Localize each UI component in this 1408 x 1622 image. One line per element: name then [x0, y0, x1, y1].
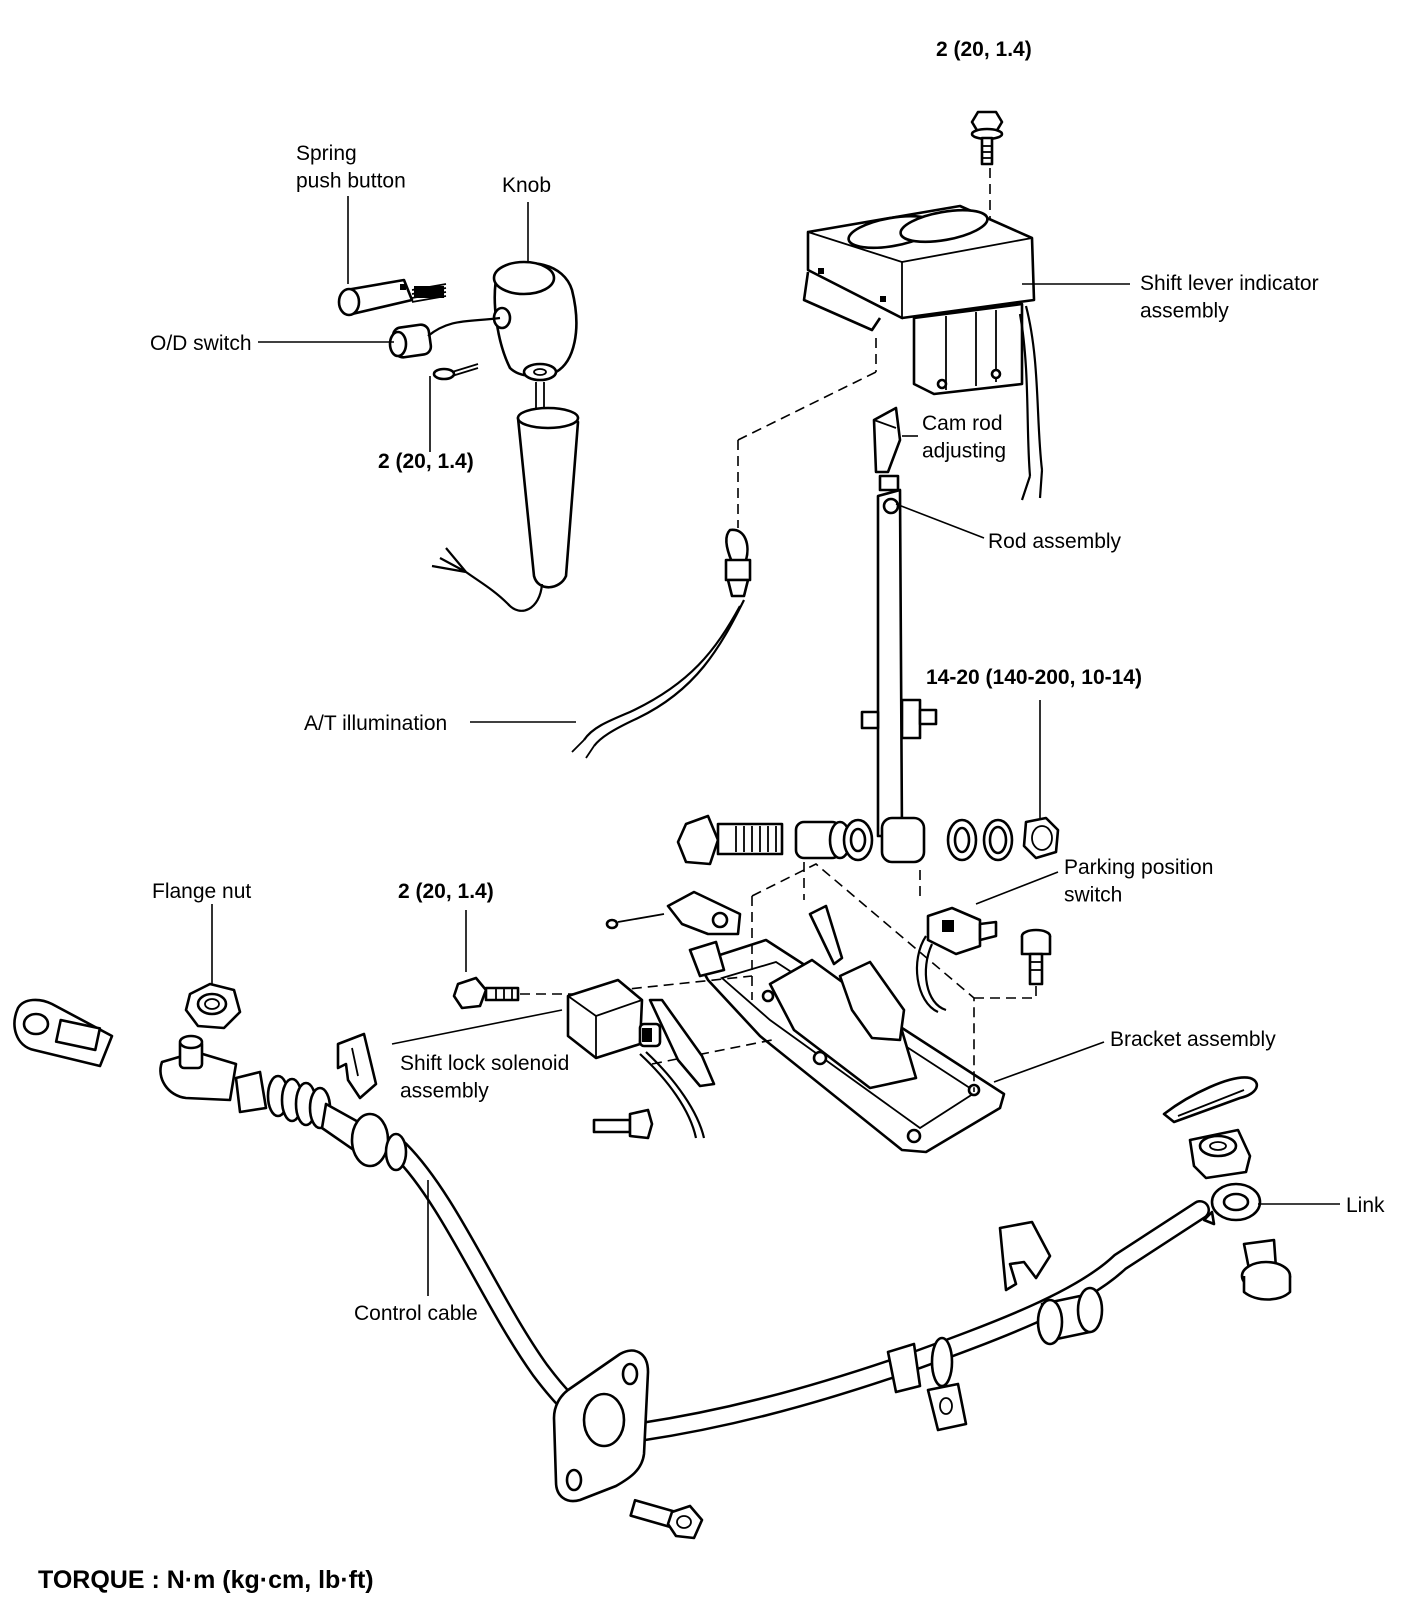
label-flange-nut: Flange nut	[152, 880, 251, 903]
solenoid-lower-bolt	[592, 1108, 654, 1140]
label-knob: Knob	[502, 174, 551, 197]
link-washer	[1188, 1128, 1252, 1180]
label-bracket-assembly: Bracket assembly	[1110, 1028, 1276, 1051]
cotter-pin	[1162, 1076, 1259, 1124]
cable-bracket-stud	[159, 1034, 238, 1102]
control-cable	[234, 1070, 1210, 1444]
rod-assembly	[860, 474, 938, 838]
knob	[492, 260, 578, 382]
label-od-switch: O/D switch	[150, 332, 252, 355]
cable-end-eye	[13, 998, 114, 1068]
rod-sleeve	[794, 816, 1014, 864]
top-bolt	[970, 110, 1004, 166]
torque-label-knob: 2 (20, 1.4)	[378, 450, 474, 473]
link-pin	[1240, 1238, 1292, 1301]
rod-bolt	[676, 814, 784, 866]
parking-position-switch	[915, 906, 998, 1014]
rod-nut	[1022, 816, 1060, 860]
bracket-bolt	[1020, 928, 1052, 986]
knob-screw	[432, 363, 479, 381]
at-illumination-bulb	[571, 528, 752, 759]
parking-switch-leader	[975, 871, 1059, 905]
solenoid-bolt	[452, 976, 520, 1010]
label-link: Link	[1346, 1194, 1385, 1217]
shift-lever	[431, 382, 580, 612]
bracket-leader	[993, 1041, 1105, 1083]
label-at-illumination: A/T illumination	[304, 712, 447, 735]
label-rod-assembly: Rod assembly	[988, 530, 1122, 553]
clip-right	[998, 1220, 1052, 1292]
shift-lever-indicator-assembly	[802, 204, 1044, 501]
spring-push-button	[337, 278, 447, 317]
cable-mount-plate	[552, 1349, 650, 1503]
od-switch	[388, 316, 501, 359]
bracket-assembly	[688, 904, 1006, 1154]
shift-lock-solenoid-assembly	[566, 978, 716, 1139]
flange-nut	[184, 982, 242, 1030]
solenoid-leader	[391, 1009, 563, 1045]
bracket-link-arm	[605, 890, 742, 936]
clip-left	[336, 1032, 378, 1100]
torque-label-top: 2 (20, 1.4)	[936, 38, 1032, 61]
rod-assembly-leader	[895, 503, 985, 539]
link	[1202, 1182, 1262, 1226]
torque-label-solenoid: 2 (20, 1.4)	[398, 880, 494, 903]
torque-units-footer: TORQUE : N·m (kg·cm, lb·ft)	[38, 1566, 374, 1594]
cam-rod-adjusting	[872, 406, 902, 474]
label-control-cable: Control cable	[354, 1302, 478, 1325]
torque-label-rod: 14-20 (140-200, 10-14)	[926, 666, 1142, 689]
mount-bolt	[629, 1498, 704, 1540]
